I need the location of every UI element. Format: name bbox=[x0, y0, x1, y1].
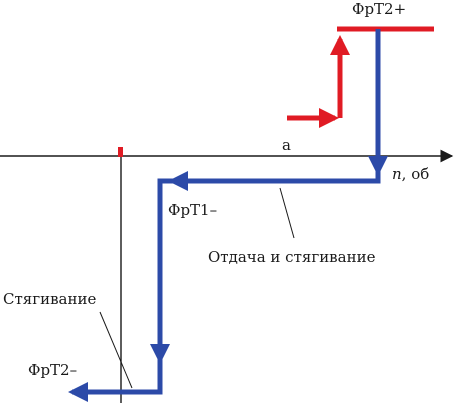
blue-path bbox=[68, 29, 388, 402]
label-frt2-plus: ФрТ2+ bbox=[352, 0, 406, 18]
blue-path-segment-4 bbox=[68, 360, 163, 402]
label-frt2-minus: ФрТ2– bbox=[28, 361, 77, 379]
label-otdacha-i-styagivanie: Отдача и стягивание bbox=[208, 248, 376, 266]
label-axis-n-var: n bbox=[392, 165, 402, 183]
red-path bbox=[287, 26, 434, 128]
blue-path-segment-2 bbox=[168, 171, 381, 191]
leader-line-otdacha bbox=[279, 187, 295, 239]
label-prokachka-fragment: а bbox=[282, 136, 291, 154]
leader-line-styagivanie bbox=[99, 311, 133, 389]
label-axis-n-unit: , об bbox=[402, 165, 430, 183]
label-frt1-minus: ФрТ1– bbox=[168, 201, 217, 219]
label-axis-n: n, об bbox=[392, 165, 429, 183]
origin-red-tick bbox=[118, 147, 123, 157]
label-styagivanie: Стягивание bbox=[3, 290, 96, 308]
blue-path-segment-3 bbox=[150, 178, 172, 364]
